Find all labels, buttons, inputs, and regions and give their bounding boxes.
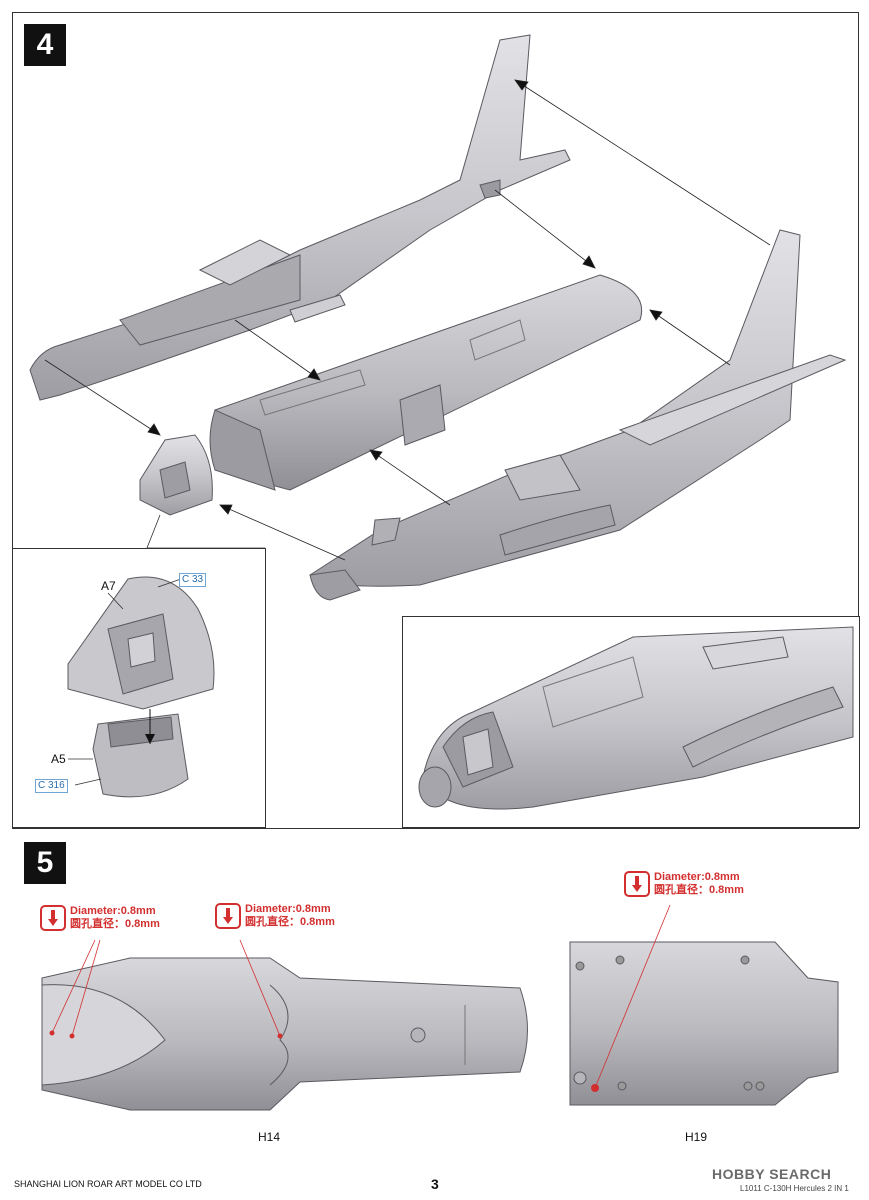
assembly-arrows	[44, 79, 771, 561]
part-label-h19: H19	[685, 1130, 708, 1144]
footer-page-number: 3	[431, 1176, 439, 1192]
fuselage-right-assembled	[309, 229, 847, 601]
drill-callout-h14-rear: Diameter:0.8mm 圆孔直径：0.8mm	[215, 903, 335, 929]
step-4-badge: 4	[24, 24, 66, 66]
h14-leader-lines	[51, 939, 281, 1037]
drill-icon	[624, 871, 650, 897]
drill-diameter-cn: 圆孔直径：0.8mm	[70, 918, 160, 930]
drill-diameter-en: Diameter:0.8mm	[654, 871, 740, 883]
drill-callout-h14-nose: Diameter:0.8mm 圆孔直径：0.8mm	[40, 905, 160, 931]
drill-diameter-cn: 圆孔直径：0.8mm	[245, 916, 335, 928]
drill-diameter-en: Diameter:0.8mm	[245, 903, 331, 915]
detail-panel-cockpit: A7 C 33 A5 C 316	[12, 548, 266, 828]
watermark: HOBBY SEARCH	[712, 1166, 832, 1182]
part-label-h14: H14	[258, 1130, 281, 1144]
drill-diameter-en: Diameter:0.8mm	[70, 905, 156, 917]
ref-label-c316: C 316	[35, 779, 68, 793]
footer-company: SHANGHAI LION ROAR ART MODEL CO LTD	[14, 1179, 202, 1189]
footer-product: L1011 C-130H Hercules 2 IN 1	[740, 1184, 849, 1193]
drill-diameter-cn: 圆孔直径：0.8mm	[654, 884, 744, 896]
drill-callout-h19: Diameter:0.8mm 圆孔直径：0.8mm	[624, 871, 744, 897]
fuselage-center-section	[209, 274, 642, 491]
h19-leader-line	[594, 904, 671, 1089]
cockpit-bulkhead-small	[139, 434, 213, 516]
step-5-badge: 5	[24, 842, 66, 884]
cockpit-parts-detail	[67, 576, 215, 798]
part-label-a5: A5	[51, 752, 66, 766]
drill-icon	[215, 903, 241, 929]
fuselage-left-half	[29, 34, 571, 401]
assembled-nose-illustration	[418, 626, 854, 810]
part-label-a7: A7	[101, 579, 116, 593]
part-h19-shape	[569, 941, 839, 1106]
part-h14-shape	[41, 957, 528, 1111]
ref-label-c33: C 33	[179, 573, 207, 587]
detail-panel-assembled-nose	[402, 616, 860, 828]
drill-icon	[40, 905, 66, 931]
